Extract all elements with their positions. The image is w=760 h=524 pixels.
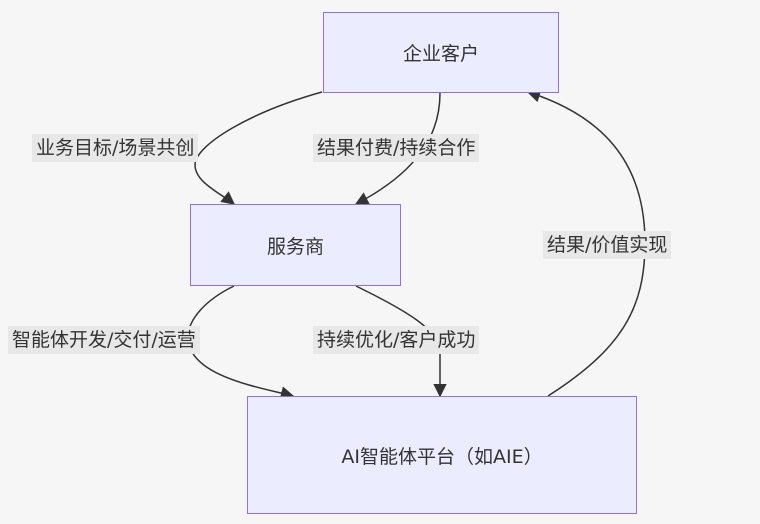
node-provider-label: 服务商 xyxy=(266,235,324,258)
edge-label-dev: 智能体开发/交付/运营 xyxy=(8,326,200,354)
node-platform-label: AI智能体平台（如AIE） xyxy=(341,445,543,468)
node-enterprise-customer: 企业客户 xyxy=(323,12,559,93)
edge-enterprise-provider-goals xyxy=(194,91,323,205)
edge-label-value: 结果/价值实现 xyxy=(543,231,672,259)
node-enterprise-label: 企业客户 xyxy=(402,43,479,65)
node-ai-agent-platform: AI智能体平台（如AIE） xyxy=(247,396,637,514)
edge-label-pay: 结果付费/持续合作 xyxy=(313,134,480,162)
edge-label-opt: 持续优化/客户成功 xyxy=(313,326,480,354)
edge-provider-platform-dev xyxy=(187,285,295,400)
node-service-provider: 服务商 xyxy=(190,204,401,286)
edge-label-goals: 业务目标/场景共创 xyxy=(32,134,199,162)
